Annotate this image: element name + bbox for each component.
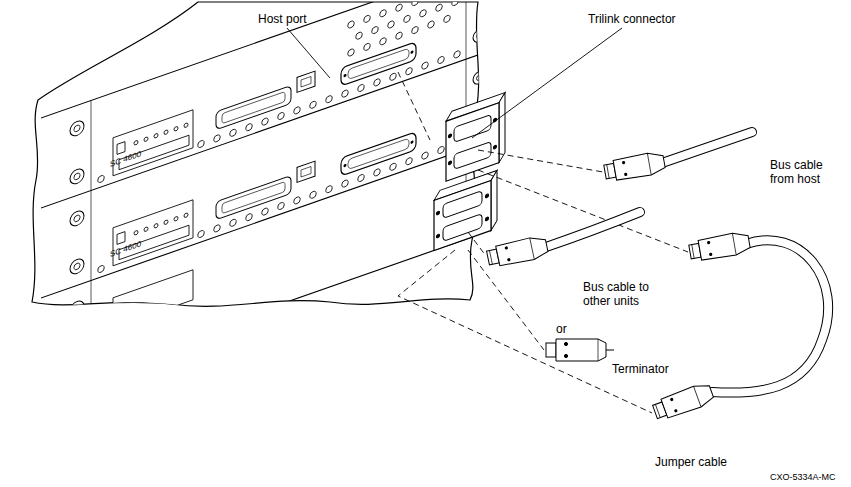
callout-label: Trilink connector xyxy=(588,12,676,26)
callout-label: or xyxy=(556,322,567,336)
callout-label: Jumper cable xyxy=(655,455,727,469)
figure-number: CXO-5334A-MC xyxy=(770,472,836,482)
callout-label: Bus cable from host xyxy=(770,158,832,186)
callout-label: Terminator xyxy=(612,362,669,376)
callout-label: Host port xyxy=(258,12,307,26)
callout-label: Bus cable to other units xyxy=(583,280,663,308)
